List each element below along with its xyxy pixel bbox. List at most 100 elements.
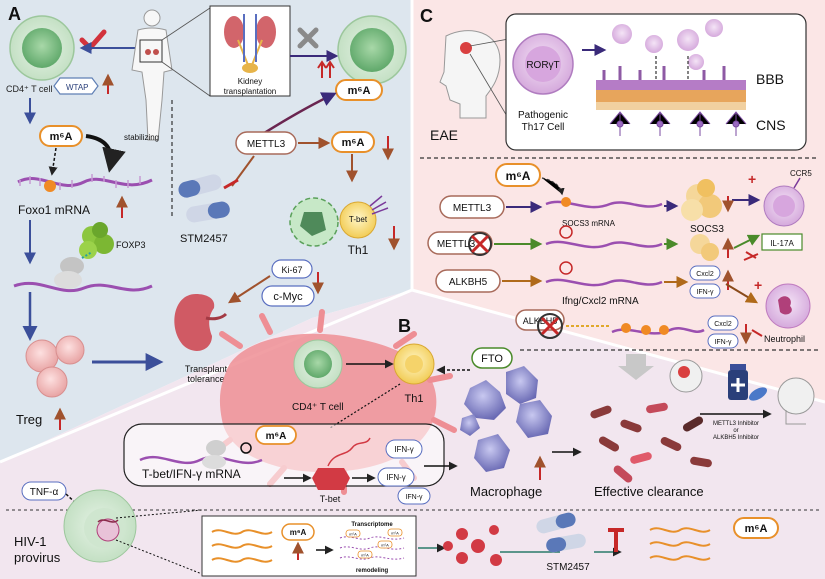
ribosome-icon [202, 455, 226, 469]
viral-rna-strands-icon [211, 529, 273, 563]
mettl3-label-c2: METTL3 [437, 239, 476, 250]
cmyc-badge [261, 285, 315, 307]
arrow-to-neutrophil [725, 283, 759, 304]
panel-a-background [0, 0, 412, 462]
mettl3-label-c1: METTL3 [453, 203, 492, 214]
m6a-text-mid: m⁶A [342, 137, 365, 149]
m6a-text-right: m⁶A [745, 523, 768, 535]
tbet-ifng-mrna-label: T-bet/IFN-γ mRNA [142, 467, 241, 481]
stm2457-label-a: STM2457 [180, 233, 228, 245]
mini-m6a-label: m⁶A [349, 532, 357, 537]
m6a-text-top: m⁶A [348, 85, 371, 97]
x-icon [470, 234, 490, 254]
clearance-label: Effective clearance [594, 484, 704, 499]
ribosome-icon [60, 257, 84, 275]
wtap-box [53, 77, 99, 95]
blood-brain-barrier-icon [596, 66, 746, 110]
cd4-t-cell-b [293, 339, 343, 389]
kidney-label-1: Kidney [238, 77, 262, 86]
transplant-label-2: tolerance [187, 374, 224, 384]
socs3-protein-icon-2 [690, 234, 719, 261]
stabilizing-label: stabilizing [124, 133, 159, 142]
zoom-dotted-line [329, 383, 401, 429]
ifng-badge-1 [689, 283, 721, 299]
kidney-small-icon [145, 49, 151, 55]
bacteria-cluster-icon [590, 402, 712, 483]
m6a-site-dot [659, 325, 669, 335]
hiv-virions-icon [443, 525, 502, 566]
ifng-cxcl2-mrna-label: Ifng/Cxcl2 mRNA [562, 296, 639, 307]
ifng-label-b3: IFN-γ [405, 494, 423, 501]
double-up-arrow-icon [321, 64, 331, 78]
m6a-badge-left [39, 125, 83, 147]
zoom-line [161, 7, 211, 41]
kidney-organ-icon [174, 294, 228, 351]
capsule-pills-icon-a [178, 174, 230, 223]
panel-divider [411, 288, 825, 404]
alkbh5-label-c1: ALKBH5 [449, 277, 488, 288]
ror-gamma-t-label: RORγT [526, 60, 559, 71]
il17a-box [761, 233, 803, 251]
m6a-badge-top [335, 79, 383, 101]
panel-a-letter: A [8, 4, 21, 24]
ifng-badge-b3 [397, 487, 431, 505]
plus-icon: + [754, 277, 762, 293]
m6a-site-dot [641, 325, 651, 335]
healthy-head-icon [777, 377, 815, 425]
cd4-t-cell-a [9, 15, 75, 81]
neutrophil-label: Neutrophil [764, 334, 805, 344]
ccr5-label: CCR5 [790, 169, 812, 178]
hiv-label-1: HIV-1 [14, 534, 47, 549]
ribosome-icon [54, 271, 82, 289]
inhibit-bar-icon [751, 329, 763, 337]
cd4-t-cell-right [337, 15, 407, 85]
th17-cell-c [763, 185, 805, 227]
stabilizing-arrow [85, 134, 126, 173]
ribosome-icon [206, 440, 226, 456]
cd4-t-cell-label-b: CD4⁺ T cell [292, 402, 344, 413]
neutrophil-icon [765, 283, 811, 329]
peptide-chain [81, 251, 93, 259]
brain-icon [669, 359, 703, 393]
capsule-pills-icon-b [536, 512, 586, 553]
pathogenic-th17-cell [512, 33, 574, 95]
th1-cell-b [393, 343, 435, 385]
receptor-icon [369, 195, 389, 215]
transcriptome-label-2: remodeling [356, 568, 389, 574]
pathogenic-label-2: Th17 Cell [522, 122, 565, 133]
macrophage-cluster-icon [460, 366, 552, 472]
ifng-label-1: IFN-γ [696, 289, 714, 296]
th1-label-b: Th1 [405, 393, 424, 405]
migrating-cells-icon [612, 19, 723, 70]
panel-c-letter: C [420, 6, 433, 26]
th1-label-a: Th1 [348, 243, 369, 257]
zoom-box [139, 39, 163, 63]
stm2457-label-b: STM2457 [546, 562, 590, 573]
tbet-ifng-mechanism-box [123, 423, 445, 487]
dashed-arrow-m6a-c [541, 177, 565, 196]
cxcl2-label-2: Cxcl2 [714, 321, 732, 328]
zoom-dotted-line [115, 539, 203, 575]
double-up-arrow-head [317, 60, 335, 69]
kidney-transplant-box [209, 5, 291, 97]
ifng-badge-b2 [377, 467, 415, 487]
big-down-arrow-icon [618, 354, 654, 380]
fto-label: FTO [481, 353, 503, 365]
ifng-label-b1: IFN-γ [394, 445, 414, 454]
inhibitor-label-2: or [733, 428, 738, 434]
inhibitor-label-1: METTL3 Inhibitor [713, 421, 759, 427]
mini-m6a-label: m⁶A [381, 543, 389, 548]
human-head-icon [439, 30, 501, 119]
m6a-text-hiv: m⁶A [290, 528, 307, 537]
m6a-text-left: m⁶A [50, 131, 73, 143]
kidney-icon [224, 14, 276, 73]
kidney-small-icon [153, 49, 159, 55]
m6a-badge-right [733, 517, 779, 539]
treg-label: Treg [16, 412, 42, 427]
il17a-label: IL-17A [770, 239, 794, 248]
knockout-circle-icon [468, 232, 492, 256]
cxcl2-badge-2 [707, 315, 739, 331]
cxcl2-badge-1 [689, 265, 721, 281]
pathogenic-label-1: Pathogenic [518, 110, 568, 121]
